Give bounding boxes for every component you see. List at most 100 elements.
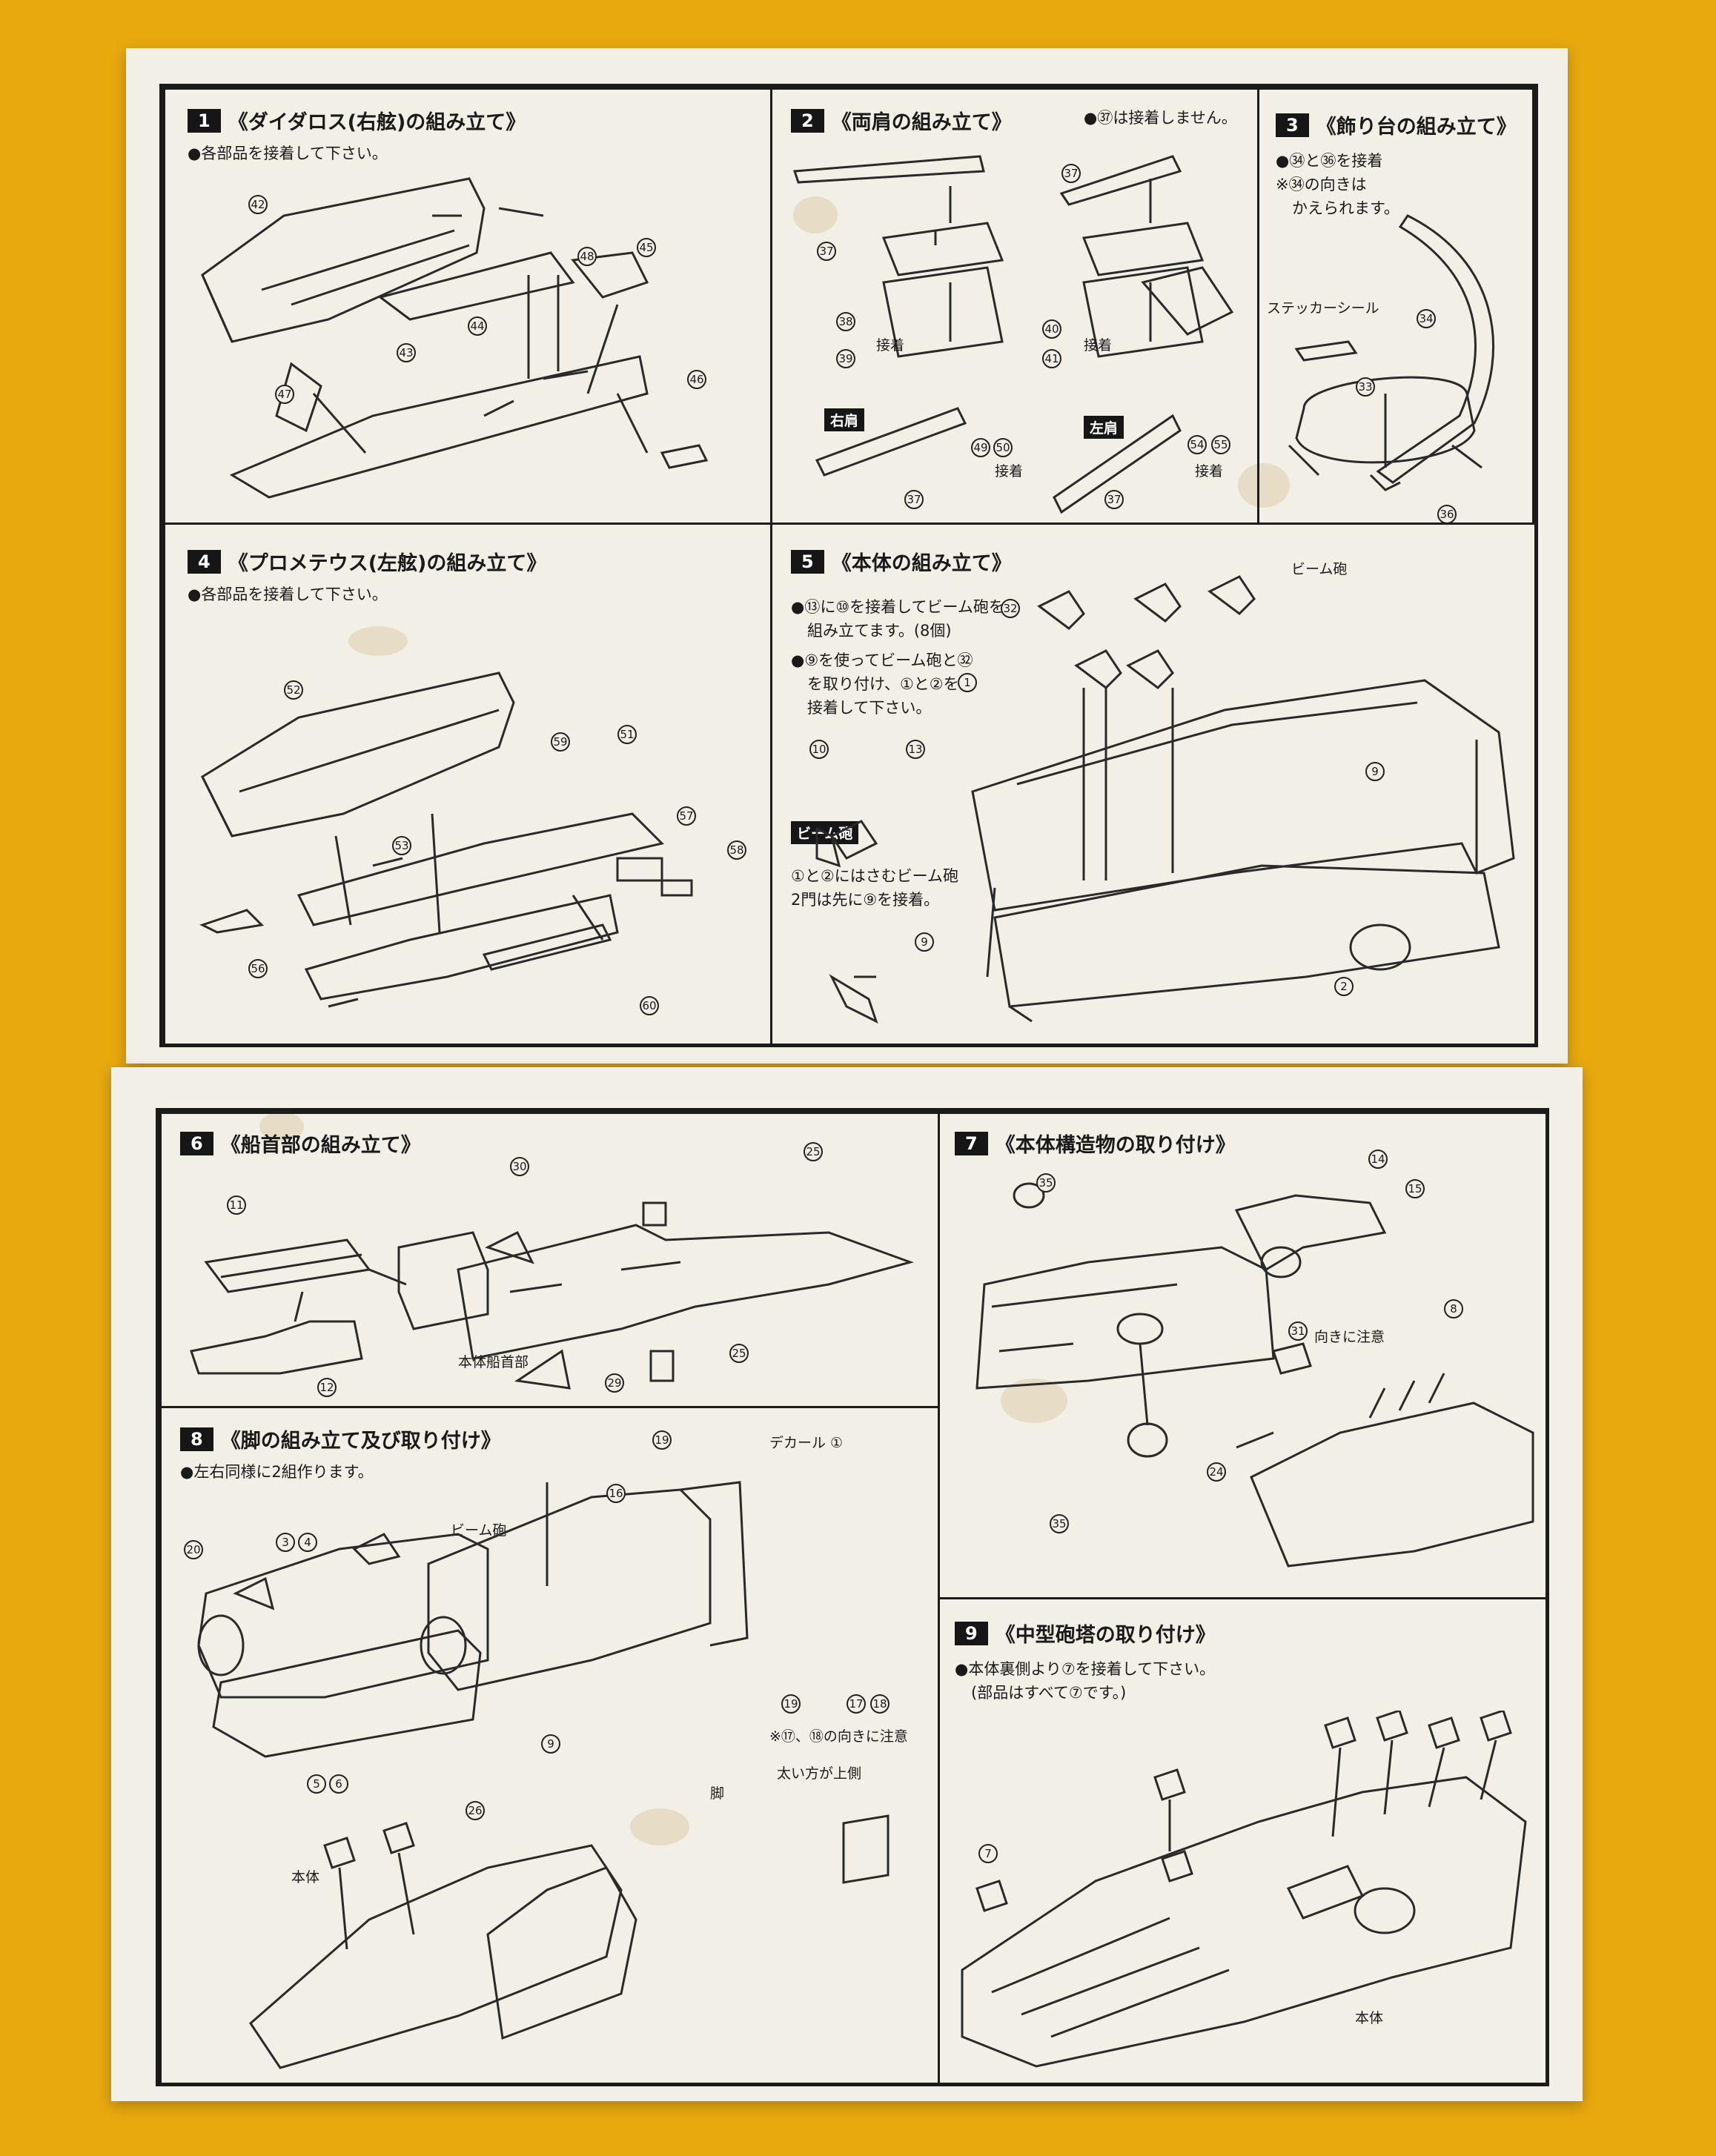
bow-drawing bbox=[190, 1201, 914, 1390]
glue-label: 接着 bbox=[1195, 463, 1224, 480]
step4-note: ●各部品を接着して下さい。 bbox=[188, 586, 388, 603]
part-number: 56 bbox=[248, 959, 268, 978]
part-number: 5 bbox=[307, 1774, 326, 1794]
part-number: 17 bbox=[847, 1694, 866, 1714]
part-number: 18 bbox=[870, 1694, 890, 1714]
step5-note: 2門は先に⑨を接着。 bbox=[791, 891, 940, 909]
part-number: 40 bbox=[1042, 319, 1061, 339]
part-number: 19 bbox=[652, 1430, 672, 1450]
top-sheet: 1 《ダイダロス(右舷)の組み立て》 ●各部品を接着して下さい。 42 43 4… bbox=[126, 48, 1568, 1064]
step6-heading: 6 《船首部の組み立て》 bbox=[180, 1129, 421, 1158]
step7-panel: 7 《本体構造物の取り付け》 向きに注意 35 14 15 31 8 24 35 bbox=[938, 1112, 1549, 1599]
step5-note: ●⑨を使ってビーム砲と㉜ bbox=[791, 651, 973, 669]
part-number: 9 bbox=[541, 1734, 560, 1754]
part-number: 19 bbox=[781, 1694, 801, 1714]
part-number: 16 bbox=[606, 1484, 626, 1503]
step4-panel: 4 《プロメテウス(左舷)の組み立て》 ●各部品を接着して下さい。 52 53 … bbox=[163, 523, 772, 1047]
body-label: 本体 bbox=[291, 1869, 320, 1885]
step-title: 《プロメテウス(左舷)の組み立て》 bbox=[228, 552, 547, 575]
step-number: 7 bbox=[955, 1131, 988, 1155]
glue-label: 接着 bbox=[995, 463, 1024, 480]
part-number: 53 bbox=[392, 836, 411, 855]
part-number: 24 bbox=[1207, 1462, 1226, 1482]
step-number: 9 bbox=[955, 1621, 988, 1645]
body-structure-drawing bbox=[975, 1182, 1534, 1568]
decal-label: デカール ① bbox=[769, 1435, 844, 1451]
part-number: 55 bbox=[1211, 435, 1230, 454]
part-number: 29 bbox=[605, 1373, 624, 1393]
part-number: 37 bbox=[1104, 490, 1124, 509]
step-title: 《ダイダロス(右舷)の組み立て》 bbox=[228, 111, 526, 134]
step-number: 4 bbox=[188, 549, 221, 574]
step3-heading: 3 《飾り台の組み立て》 bbox=[1276, 110, 1517, 139]
glue-label: 接着 bbox=[1084, 337, 1113, 354]
step9-heading: 9 《中型砲塔の取り付け》 bbox=[955, 1619, 1216, 1648]
part-number: 58 bbox=[727, 840, 746, 860]
body-label: 本体 bbox=[1355, 2010, 1384, 2026]
part-number: 43 bbox=[397, 343, 416, 362]
step1-panel: 1 《ダイダロス(右舷)の組み立て》 ●各部品を接着して下さい。 42 43 4… bbox=[163, 87, 772, 525]
turrets-drawing bbox=[961, 1711, 1527, 2068]
step3-note: ※㉞の向きは bbox=[1276, 176, 1367, 193]
part-number: 9 bbox=[915, 932, 934, 952]
step-title: 《船首部の組み立て》 bbox=[220, 1134, 421, 1157]
step1-note: ●各部品を接着して下さい。 bbox=[188, 145, 388, 162]
part-number: 4 bbox=[298, 1533, 317, 1552]
step2-panel: 2 《両肩の組み立て》 ●㊲は接着しません。 37 37 37 37 38 39… bbox=[770, 87, 1259, 525]
part-number: 13 bbox=[906, 740, 925, 759]
step5-note: ①と②にはさむビーム砲 bbox=[791, 867, 959, 885]
part-number: 46 bbox=[687, 370, 706, 389]
part-number: 54 bbox=[1187, 435, 1207, 454]
step3-note: かえられます。 bbox=[1292, 199, 1399, 217]
part-number: 12 bbox=[317, 1378, 337, 1397]
part-number: 45 bbox=[637, 238, 656, 257]
part-number: 50 bbox=[993, 438, 1013, 457]
step-title: 《飾り台の組み立て》 bbox=[1316, 116, 1517, 139]
part-number: 10 bbox=[809, 740, 829, 759]
part-number: 3 bbox=[276, 1533, 295, 1552]
step5-note: を取り付け、①と②を bbox=[807, 675, 959, 693]
thick-side-label: 太い方が上側 bbox=[777, 1765, 862, 1782]
step2-note: ●㊲は接着しません。 bbox=[1084, 109, 1237, 127]
part-number: 37 bbox=[1061, 164, 1081, 183]
part-number: 38 bbox=[836, 312, 855, 331]
step-title: 《両肩の組み立て》 bbox=[831, 111, 1012, 134]
step-number: 8 bbox=[180, 1427, 213, 1451]
part-number: 2 bbox=[1334, 977, 1354, 996]
step3-panel: 3 《飾り台の組み立て》 ●㉞と㊱を接着 ※㉞の向きは かえられます。 ステッカ… bbox=[1257, 87, 1534, 525]
step-title: 《本体構造物の取り付け》 bbox=[995, 1134, 1236, 1157]
part-number: 25 bbox=[804, 1142, 823, 1161]
part-number: 60 bbox=[640, 996, 659, 1015]
part-number: 25 bbox=[729, 1344, 749, 1363]
display-stand-drawing bbox=[1288, 214, 1494, 491]
sticker-label: ステッカーシール bbox=[1267, 300, 1379, 316]
step7-heading: 7 《本体構造物の取り付け》 bbox=[955, 1129, 1236, 1158]
part-number: 26 bbox=[466, 1801, 485, 1820]
part-number: 11 bbox=[227, 1195, 246, 1215]
step5-panel: 5 《本体の組み立て》 ●⑬に⑩を接着してビーム砲を 組み立てます。(8個) ●… bbox=[770, 523, 1538, 1047]
part-number: 51 bbox=[617, 725, 637, 744]
part-number: 6 bbox=[329, 1774, 348, 1794]
part-number: 37 bbox=[817, 242, 836, 261]
step5-note: 接着して下さい。 bbox=[807, 699, 932, 717]
part-number: 44 bbox=[468, 316, 487, 336]
step3-note: ●㉞と㊱を接着 bbox=[1276, 152, 1383, 170]
part-number: 33 bbox=[1356, 377, 1375, 397]
part-number: 41 bbox=[1042, 349, 1061, 368]
part-number: 8 bbox=[1444, 1299, 1463, 1319]
step9-panel: 9 《中型砲塔の取り付け》 ●本体裏側より⑦を接着して下さい。 (部品はすべて⑦… bbox=[938, 1597, 1549, 2086]
step4-heading: 4 《プロメテウス(左舷)の組み立て》 bbox=[188, 547, 546, 576]
step6-panel: 6 《船首部の組み立て》 本体船首部 11 12 30 25 25 29 bbox=[159, 1112, 940, 1408]
part-number: 47 bbox=[275, 385, 294, 404]
step-number: 5 bbox=[791, 549, 824, 574]
step-number: 1 bbox=[188, 108, 221, 133]
part-number: 42 bbox=[248, 195, 268, 214]
step5-heading: 5 《本体の組み立て》 bbox=[791, 547, 1012, 576]
part-number: 35 bbox=[1036, 1173, 1056, 1193]
beam-cannon-label: ビーム砲 bbox=[1291, 561, 1348, 577]
step2-heading: 2 《両肩の組み立て》 bbox=[791, 106, 1012, 135]
part-number: 59 bbox=[551, 732, 570, 752]
bottom-sheet: 6 《船首部の組み立て》 本体船首部 11 12 30 25 25 29 7 《… bbox=[111, 1067, 1583, 2101]
part-number: 20 bbox=[184, 1540, 203, 1559]
step-title: 《中型砲塔の取り付け》 bbox=[995, 1624, 1216, 1647]
